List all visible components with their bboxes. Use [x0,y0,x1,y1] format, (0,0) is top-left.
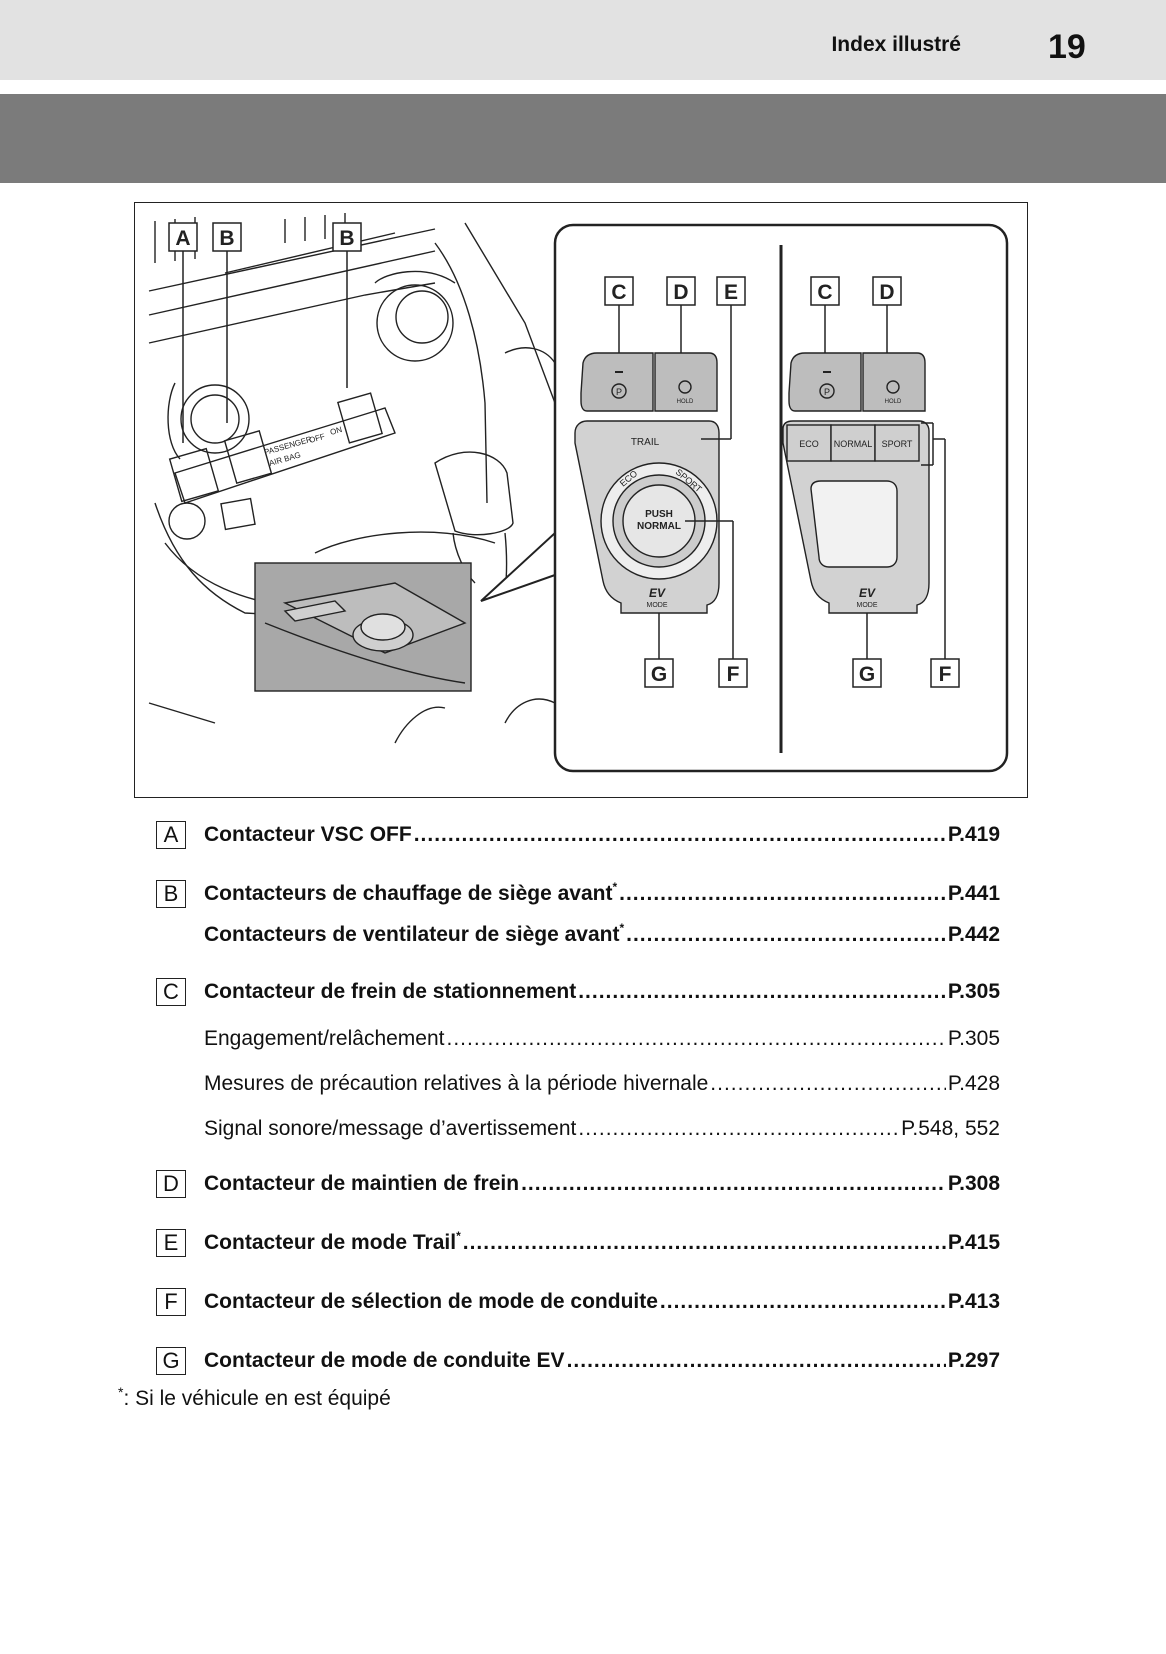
callout-D: D [666,276,696,306]
entry-page-ref: P.441 [947,882,1000,905]
svg-text:A: A [175,227,190,250]
svg-text:NORMAL: NORMAL [637,521,681,532]
entry-parking-brake: Contacteur de frein de stationnement P.3… [204,980,1000,1004]
entry-label: Mesures de précaution relatives à la pér… [204,1072,709,1095]
entry-label: Contacteur VSC OFF [204,823,412,846]
entry-engagement: Engagement/relâchement P.305 [204,1027,1000,1051]
svg-text:P: P [616,387,622,397]
svg-text:SPORT: SPORT [882,439,913,449]
entry-page-ref: P.297 [947,1349,1000,1372]
switch-variant-trail: P HOLD TRAIL PUSH NORMAL ECO SPORT EV MO… [574,352,720,614]
entry-page-ref: P.413 [947,1290,1000,1313]
entry-letter-b: B [156,880,186,908]
entry-label: Contacteur de mode Trail [204,1231,457,1254]
callout-C-right: C [810,276,840,306]
entry-label: Contacteur de sélection de mode de condu… [204,1290,658,1313]
entry-label: Contacteurs de ventilateur de siège avan… [204,923,620,946]
svg-text:EV: EV [859,586,876,600]
svg-text:OFF: OFF [308,432,326,445]
svg-text:P: P [824,387,830,397]
svg-text:PUSH: PUSH [645,509,673,520]
entry-page-ref: P.419 [947,823,1000,846]
entry-winter-precautions: Mesures de précaution relatives à la pér… [204,1072,1000,1096]
switch-variant-mode-buttons: P HOLD ECO NORMAL SPORT EV MODE [782,352,930,614]
svg-text:E: E [724,281,738,304]
svg-text:TRAIL: TRAIL [631,437,660,448]
entry-brake-hold: Contacteur de maintien de frein P.308 [204,1172,1000,1196]
callout-F-right: F [930,658,960,688]
entry-label: Contacteur de frein de stationnement [204,980,577,1003]
callout-leaders-right [824,305,946,659]
svg-text:D: D [879,281,894,304]
entry-page-ref: P.548, 552 [901,1117,1000,1140]
footnote-mark: * [619,921,625,935]
entry-label: Contacteurs de chauffage de siège avant [204,882,613,905]
entry-page-ref: P.415 [947,1231,1000,1254]
svg-text:HOLD: HOLD [677,399,694,405]
entry-warning-signal: Signal sonore/message d’avertissement P.… [204,1117,1000,1141]
entry-label: Contacteur de maintien de frein [204,1172,520,1195]
entry-page-ref: P.308 [947,1172,1000,1195]
entry-seat-heater: Contacteurs de chauffage de siège avant*… [204,880,1000,906]
entry-vsc-off: Contacteur VSC OFF P.419 [204,823,1000,847]
svg-text:NORMAL: NORMAL [834,439,873,449]
svg-text:C: C [611,281,626,304]
entry-page-ref: P.428 [947,1072,1000,1095]
footnote-mark: * [612,880,618,894]
callout-A: A [168,222,198,252]
svg-text:F: F [727,663,740,686]
entry-label: Engagement/relâchement [204,1027,445,1050]
callout-G: G [644,658,674,688]
footnote-mark: * [456,1229,461,1243]
entry-label: Contacteur de mode de conduite EV [204,1349,565,1372]
svg-text:HOLD: HOLD [885,399,902,405]
svg-text:ECO: ECO [799,439,819,449]
entry-letter-d: D [156,1170,186,1198]
callout-C: C [604,276,634,306]
entry-seat-ventilator: Contacteurs de ventilateur de siège avan… [204,921,1000,947]
console-illustration: PASSENGER AIR BAG OFF ON [134,202,1028,798]
entry-drive-mode-select: Contacteur de sélection de mode de condu… [204,1290,1000,1314]
section-title: Index illustré [831,33,961,56]
entry-page-ref: P.305 [947,980,1000,1003]
center-console-drawing: PASSENGER AIR BAG OFF ON [148,213,556,744]
callout-D-right: D [872,276,902,306]
chapter-band [0,94,1166,183]
footnote-symbol: * [118,1384,124,1400]
svg-text:B: B [339,227,354,250]
entry-letter-f: F [156,1288,186,1316]
page-number: 19 [1048,28,1086,66]
entry-page-ref: P.442 [947,923,1000,946]
footnote-text: : Si le véhicule en est équipé [123,1387,391,1410]
entry-letter-c: C [156,978,186,1006]
svg-text:C: C [817,281,832,304]
svg-text:EV: EV [649,586,666,600]
svg-text:F: F [939,663,952,686]
svg-text:MODE: MODE [647,602,668,609]
callout-leaders-middle [618,305,734,659]
svg-text:D: D [673,281,688,304]
svg-text:MODE: MODE [857,602,878,609]
callout-leaders-left [182,249,348,443]
page-header-bar: Index illustré 19 [0,0,1166,80]
callout-B-second: B [332,222,362,252]
entry-letter-a: A [156,821,186,849]
entry-ev-mode: Contacteur de mode de conduite EV P.297 [204,1349,1000,1373]
callout-F: F [718,658,748,688]
entry-label: Signal sonore/message d’avertissement [204,1117,577,1140]
footnote: *: Si le véhicule en est équipé [118,1384,391,1411]
entry-letter-e: E [156,1229,186,1257]
svg-text:ON: ON [329,425,343,437]
svg-text:G: G [651,663,667,686]
entry-page-ref: P.305 [947,1027,1000,1050]
svg-text:B: B [219,227,234,250]
entry-trail-mode: Contacteur de mode Trail* P.415 [204,1229,1000,1255]
callout-E: E [716,276,746,306]
callout-G-right: G [852,658,882,688]
svg-text:G: G [859,663,875,686]
callout-B: B [212,222,242,252]
entry-letter-g: G [156,1347,186,1375]
